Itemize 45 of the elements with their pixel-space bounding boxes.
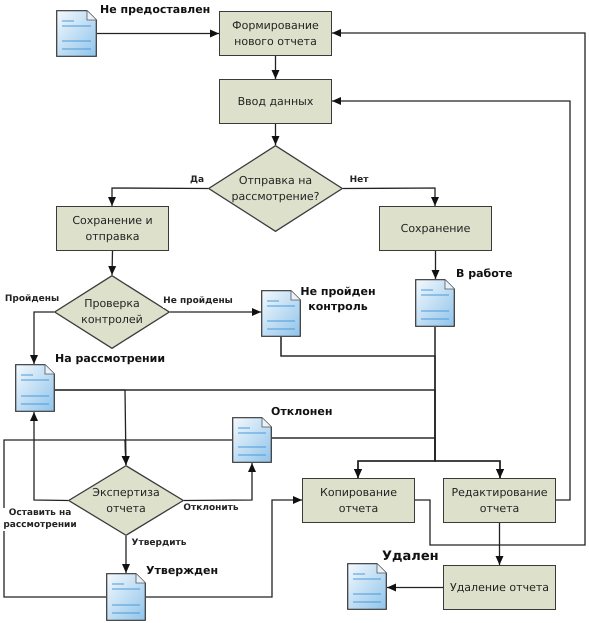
arrow [272, 437, 504, 478]
arrow [332, 29, 586, 546]
edge-label: Утвердить [129, 538, 189, 550]
document-icon [56, 10, 97, 57]
document-icon [347, 563, 387, 610]
status-label: В работе [456, 267, 514, 282]
status-label: Не предоставлен [100, 3, 212, 18]
document-icon [106, 573, 146, 621]
decision-diamond: Отправка на рассмотрение? [208, 145, 343, 232]
edge-label: Оставить на рассмотрении [0, 508, 80, 532]
arrow [332, 97, 571, 501]
arrow [108, 187, 208, 206]
arrow [496, 523, 504, 565]
document-icon [415, 279, 455, 327]
arrow [272, 56, 280, 79]
arrow [122, 536, 130, 573]
arrow [387, 584, 443, 592]
edge-label: Пройдены [4, 294, 60, 306]
arrow [146, 496, 302, 598]
process-box: Копирование отчета [302, 478, 415, 523]
status-label: Не пройден контроль [299, 285, 377, 315]
process-box: Сохранение [379, 206, 492, 251]
arrow [432, 251, 440, 279]
arrow [184, 463, 256, 502]
process-box: Сохранение и отправка [56, 206, 169, 251]
document-icon [232, 417, 272, 463]
document-icon [261, 290, 301, 337]
arrow [170, 308, 261, 316]
arrow [30, 311, 54, 364]
status-label: Отклонен [271, 405, 334, 420]
process-box: Редактирование отчета [443, 478, 556, 523]
process-box: Ввод данных [219, 79, 332, 124]
arrow [97, 30, 219, 38]
arrow [108, 250, 116, 276]
document-icon [15, 364, 55, 412]
process-box: Удаление отчета [443, 565, 556, 610]
status-label: На рассмотрении [55, 352, 166, 367]
arrow [272, 124, 280, 145]
process-box: Формирование нового отчета [219, 11, 332, 56]
arrow [30, 412, 68, 502]
edge-label: Не пройдены [163, 296, 233, 308]
status-label: Удален [382, 548, 440, 566]
arrow [3, 439, 130, 598]
arrow [343, 187, 439, 206]
status-label: Утвержден [146, 564, 220, 579]
